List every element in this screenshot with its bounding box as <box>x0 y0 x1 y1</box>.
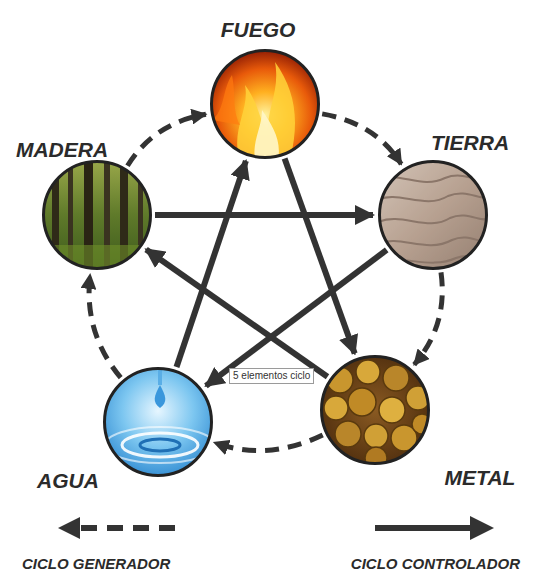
generating-arrow <box>414 272 442 364</box>
circle-border <box>322 357 429 464</box>
circle-border <box>105 369 212 476</box>
circle-border <box>212 51 319 158</box>
element-circle: MADERA <box>42 160 152 270</box>
circle-outline <box>103 367 213 477</box>
generating-arrow <box>214 435 322 451</box>
circle-outline <box>210 49 320 159</box>
element-name: METAL <box>445 466 516 489</box>
legend-text: CICLO CONTROLADOR <box>351 556 520 573</box>
circle-outline <box>378 160 488 270</box>
controlling-arrow <box>155 212 373 218</box>
element-name: TIERRA <box>431 131 509 154</box>
legend-text: CICLO GENERADOR <box>22 556 170 573</box>
circle-border <box>44 162 151 269</box>
arrowhead <box>470 516 494 540</box>
element-circle: FUEGO <box>210 49 320 159</box>
element-circle: METAL <box>320 355 430 465</box>
circle-outline <box>320 355 430 465</box>
dashed-sample <box>78 525 175 531</box>
circle-outline <box>42 160 152 270</box>
controlling-arrow <box>177 161 246 367</box>
generating-arrow <box>89 275 121 378</box>
controlling-arrow <box>285 159 355 354</box>
element-circle: TIERRA <box>378 160 488 270</box>
tooltip-label: 5 elementos ciclo <box>229 368 314 384</box>
generating-arrow <box>322 114 401 164</box>
circle-border <box>380 162 487 269</box>
controlling-arrow <box>206 250 387 386</box>
arrowhead <box>58 517 80 539</box>
generating-arrow <box>128 114 206 166</box>
solid-sample <box>375 525 472 531</box>
element-name: FUEGO <box>221 18 296 41</box>
element-circle: AGUA <box>103 367 213 477</box>
controlling-arrow <box>146 250 327 377</box>
element-name: MADERA <box>16 138 108 161</box>
element-name: AGUA <box>37 469 99 492</box>
